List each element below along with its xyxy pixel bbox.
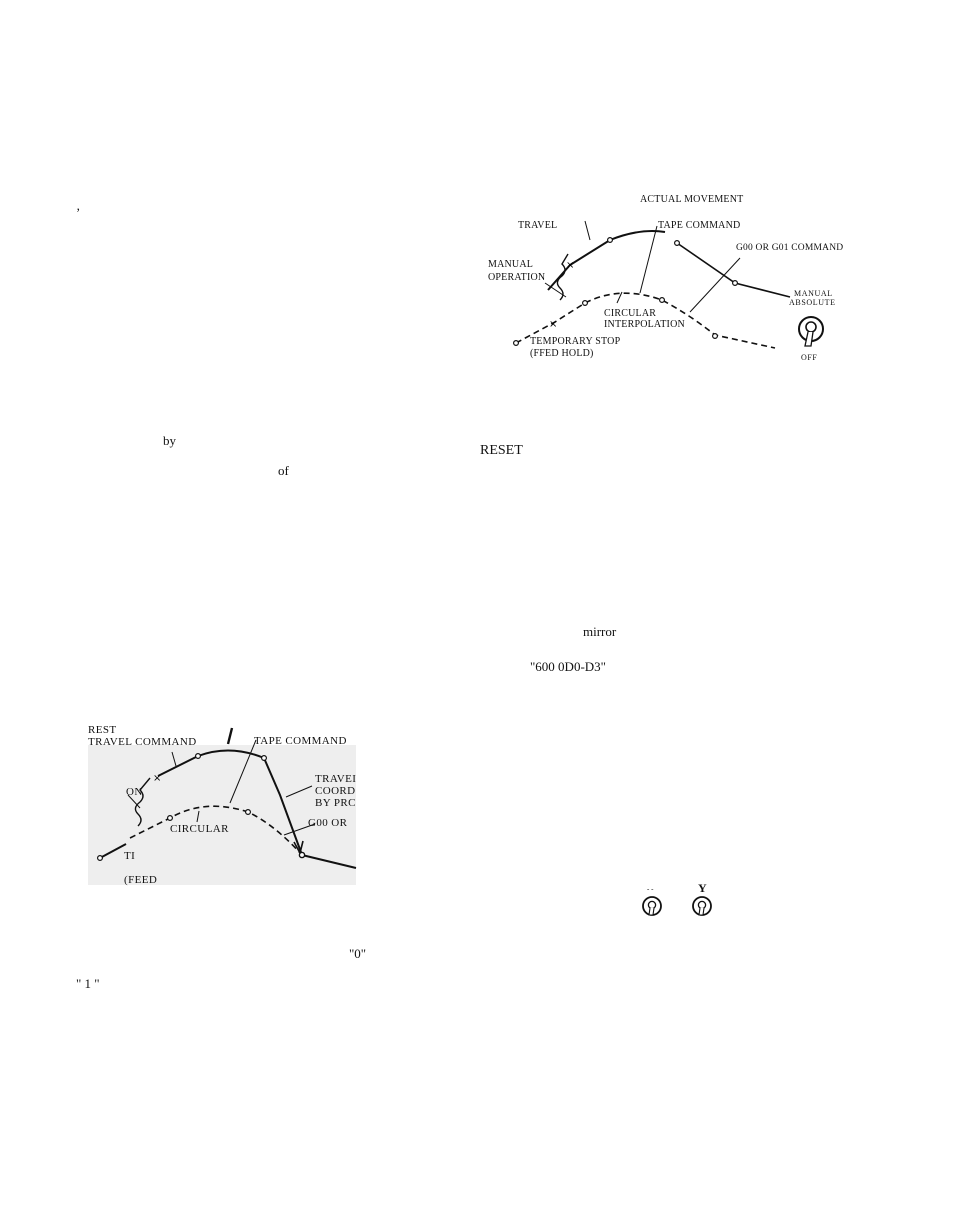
text-fragment-mirror: mirror [583, 624, 617, 639]
label-switch-x: - - [647, 885, 654, 893]
label-manual: MANUAL [488, 259, 534, 270]
label-operation: OPERATION [488, 272, 546, 283]
text-fragment-by: by [163, 433, 176, 448]
label-temporary-stop: TEMPORARY STOP [530, 336, 621, 347]
text-fragment-code: "600 0D0-D3" [530, 659, 606, 674]
label-interpolation: INTERPOLATION [604, 319, 685, 330]
text-fragment-one: " 1 " [76, 976, 100, 991]
svg-text:×: × [566, 260, 574, 271]
y-toggle-switch-icon [692, 896, 712, 916]
svg-text:×: × [153, 773, 161, 784]
text-fragment-of: of [278, 463, 289, 478]
label-tape-command: TAPE COMMAND [658, 220, 741, 231]
label-switch-y: Y [698, 881, 707, 895]
label-switch-manual: MANUAL [794, 289, 833, 298]
label-switch-absolute: ABSOLUTE [789, 298, 836, 307]
label-coord-fragment: COORD [315, 785, 356, 797]
label-feed-hold: (FFED HOLD) [530, 348, 594, 359]
label-circular-left: CIRCULAR [170, 823, 229, 835]
label-g00-or: G00 OR [308, 817, 348, 829]
text-fragment-zero: "0" [349, 946, 367, 961]
label-ti-fragment: TI [124, 850, 136, 862]
label-g00-g01-command: G00 OR G01 COMMAND [736, 243, 844, 253]
label-circular: CIRCULAR [604, 308, 657, 319]
label-on: ON [126, 786, 143, 798]
label-travel-fragment: TRAVEI [315, 773, 357, 785]
text-fragment-reset: RESET [480, 443, 523, 458]
svg-text:×: × [549, 319, 557, 330]
label-feed-fragment: (FEED [124, 874, 158, 886]
label-switch-off: OFF [801, 353, 818, 362]
x-toggle-switch-icon [642, 896, 662, 916]
margin-mark: ’ [76, 205, 81, 220]
label-travel-command: TRAVEL COMMAND [88, 736, 197, 748]
label-tape-command-left: TAPE COMMAND [254, 735, 347, 747]
label-by-prc-fragment: BY PRC [315, 797, 356, 809]
label-travel: TRAVEL [518, 220, 558, 231]
label-rest: REST [88, 724, 117, 736]
label-actual-movement: ACTUAL MOVEMENT [640, 194, 744, 205]
